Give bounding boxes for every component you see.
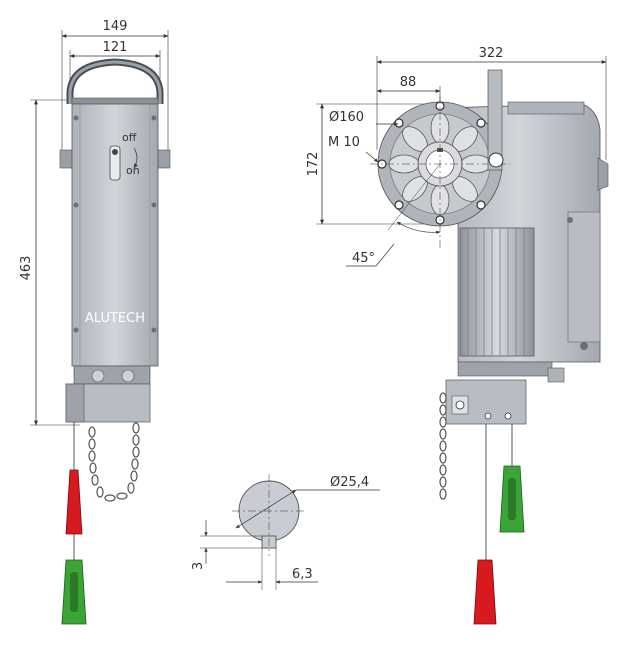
release-lever (487, 69, 503, 171)
dim-diameter-160: Ø160 (329, 110, 364, 125)
dim-width-121: 121 (103, 40, 128, 55)
front-view: 149 121 463 off on (19, 19, 171, 625)
brand-label: ALUTECH (85, 311, 145, 326)
switch-icon (109, 145, 121, 181)
dim-length-322: 322 (479, 46, 504, 61)
shaft-section: Ø25,4 3 6,3 (191, 474, 380, 590)
dim-height-172: 172 (306, 152, 321, 177)
side-view: 322 88 172 (306, 46, 609, 625)
chain-side (439, 392, 447, 500)
dim-offset-88: 88 (400, 75, 417, 90)
dim-key-width: 6,3 (292, 567, 313, 582)
dim-angle-45: 45° (352, 251, 375, 266)
dim-height-463: 463 (19, 256, 34, 281)
red-handle-icon (65, 469, 83, 535)
switch-off-label: off (122, 131, 137, 144)
dim-key-height: 3 (191, 562, 206, 570)
dim-shaft-diameter: Ø25,4 (330, 475, 369, 490)
switch-on-label: on (126, 164, 140, 177)
dim-width-149: 149 (103, 19, 128, 34)
chain-front (88, 422, 140, 502)
red-handle-side-icon (473, 559, 497, 625)
dim-thread-m10: M 10 (328, 135, 360, 150)
